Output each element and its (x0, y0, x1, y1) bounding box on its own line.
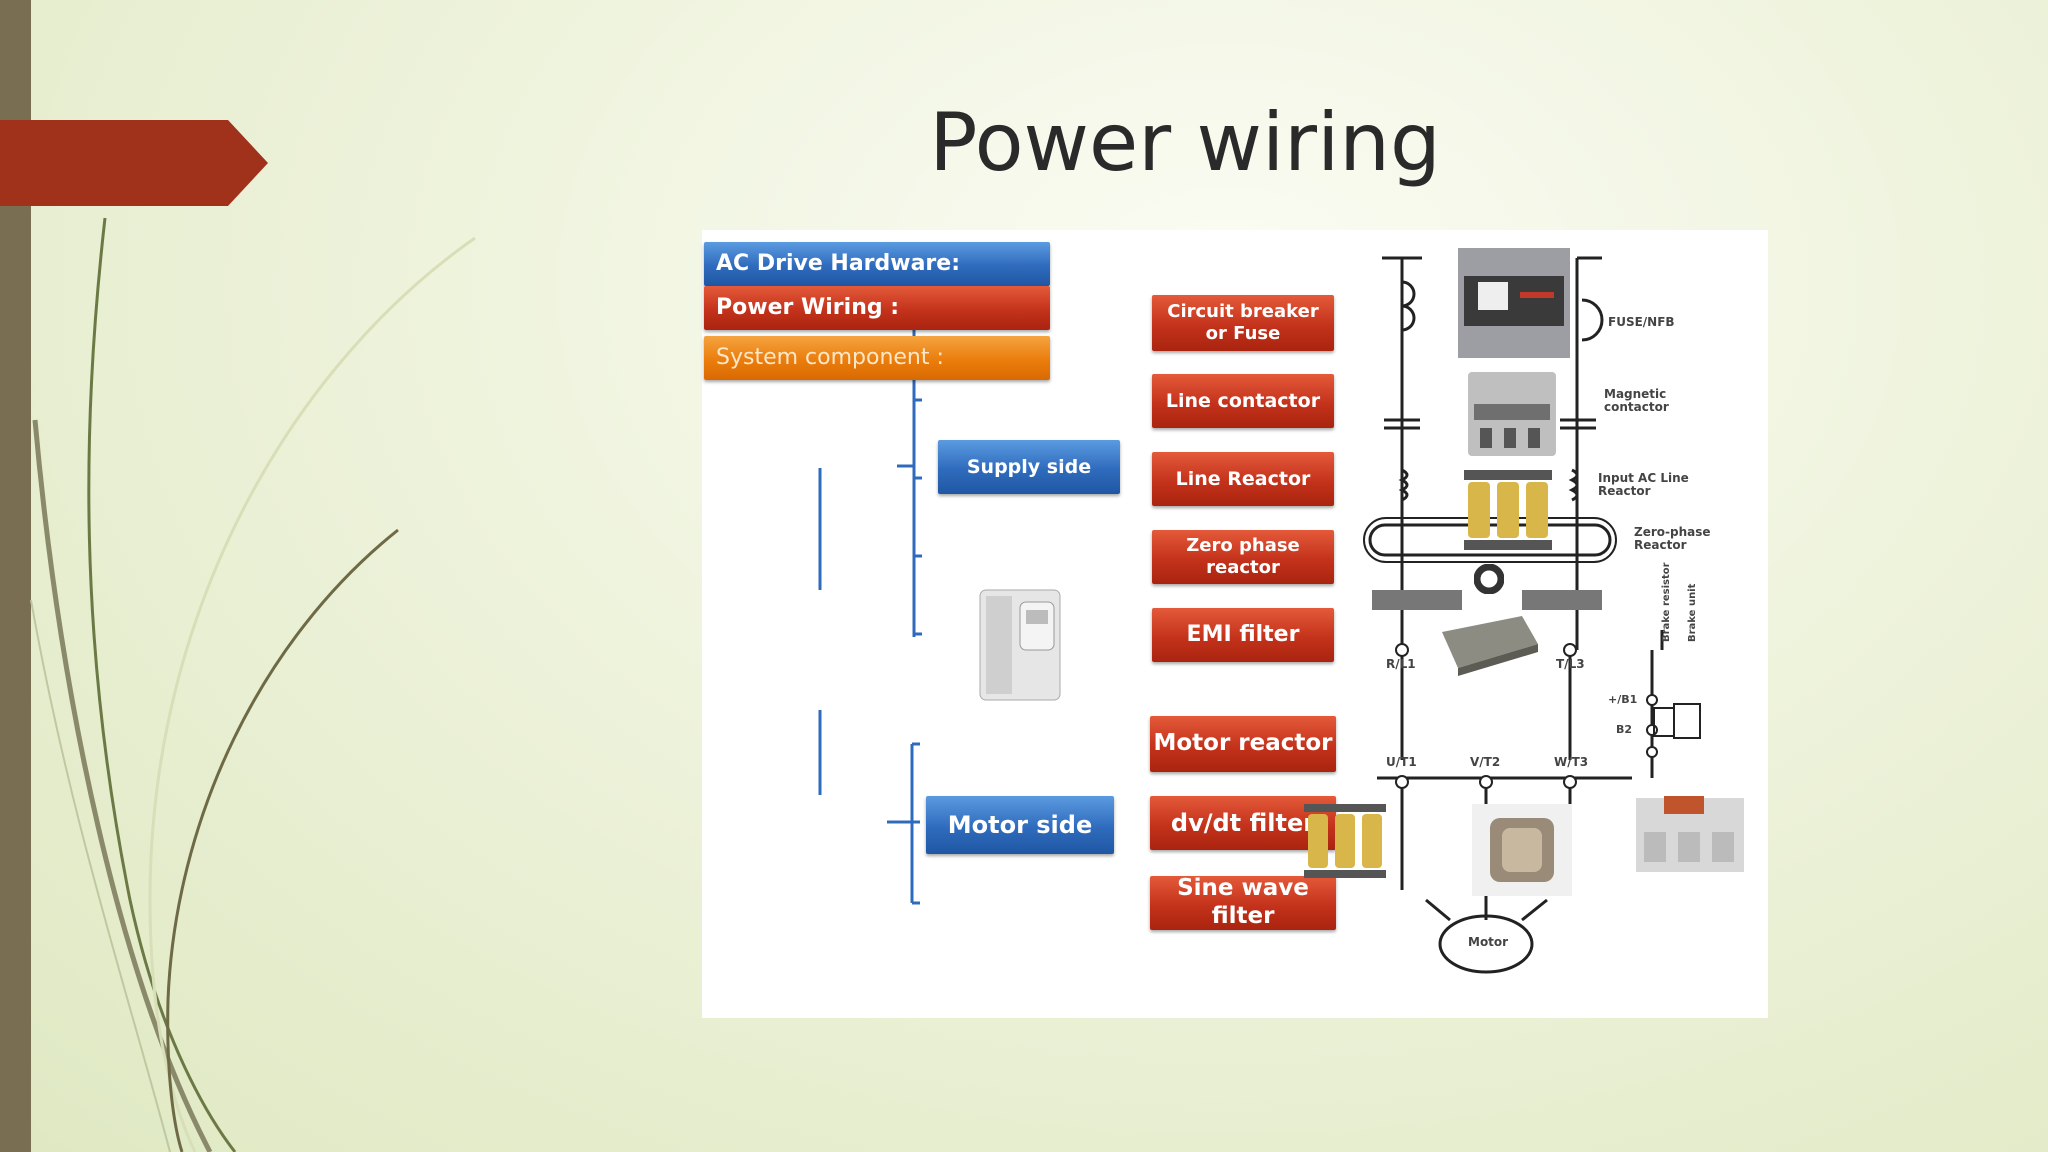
emi-filter-image (1442, 616, 1538, 676)
output-reactor-image (1304, 804, 1386, 878)
line-reactor-box: Line Reactor (1152, 452, 1334, 506)
magnetic-contactor-image (1468, 372, 1556, 456)
fuse-label: FUSE/NFB (1608, 315, 1675, 329)
input-reactor-label: Input AC Line Reactor (1598, 471, 1689, 498)
circuit-breaker-image (1458, 248, 1570, 358)
contactor-label: Magnetic contactor (1604, 387, 1669, 414)
terminal-rl1-label: R/L1 (1386, 657, 1416, 671)
sine-wave-filter-box: Sine wave filter (1150, 875, 1336, 930)
motor-label: Motor (1468, 935, 1509, 949)
motor-reactor-box: Motor reactor (1150, 716, 1336, 772)
emi-filter-box: EMI filter (1152, 608, 1334, 662)
motor-side-box: Motor side (926, 796, 1114, 854)
sine-wave-filter-image (1636, 796, 1744, 872)
system-component-header: System component : (704, 336, 1050, 380)
zero-phase-label: Zero-phase Reactor (1634, 525, 1711, 552)
terminal-ut1-label: U/T1 (1386, 755, 1417, 769)
terminal-tl3-label: T/L3 (1556, 657, 1585, 671)
decorative-curves (30, 217, 476, 1152)
brake-b1-label: +/B1 (1608, 693, 1638, 706)
circuit-breaker-box: Circuit breaker or Fuse (1152, 295, 1334, 351)
terminal-vt2-label: V/T2 (1470, 755, 1501, 769)
terminal-wt3-label: W/T3 (1554, 755, 1589, 769)
power-wiring-diagram: AC Drive Hardware: Power Wiring : System… (702, 230, 1768, 1018)
brake-unit-label: Brake unit (1687, 583, 1698, 642)
zero-phase-ct-image (1474, 564, 1504, 594)
line-reactor-image (1464, 470, 1552, 550)
ac-drive-hardware-header: AC Drive Hardware: (704, 242, 1050, 286)
brake-b2-label: B2 (1616, 723, 1633, 736)
slide-title: Power wiring (929, 96, 1441, 189)
brake-resistor-label: Brake resistor (1661, 562, 1672, 642)
title-arrow-tab (0, 120, 268, 206)
line-contactor-box: Line contactor (1152, 374, 1334, 428)
power-wiring-header: Power Wiring : (704, 286, 1050, 330)
dvdt-filter-image (1472, 804, 1572, 896)
supply-side-box: Supply side (938, 440, 1120, 494)
zero-phase-reactor-box: Zero phase reactor (1152, 530, 1334, 584)
ac-drive-image (979, 589, 1061, 701)
